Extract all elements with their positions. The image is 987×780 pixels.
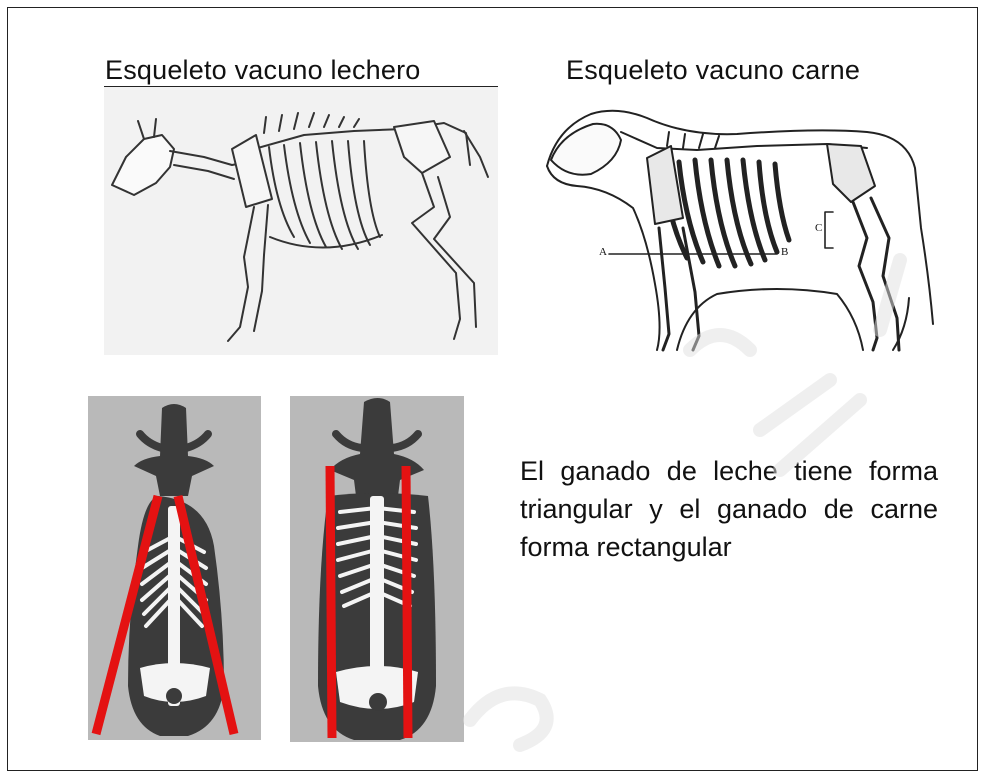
watermark [0,0,987,780]
